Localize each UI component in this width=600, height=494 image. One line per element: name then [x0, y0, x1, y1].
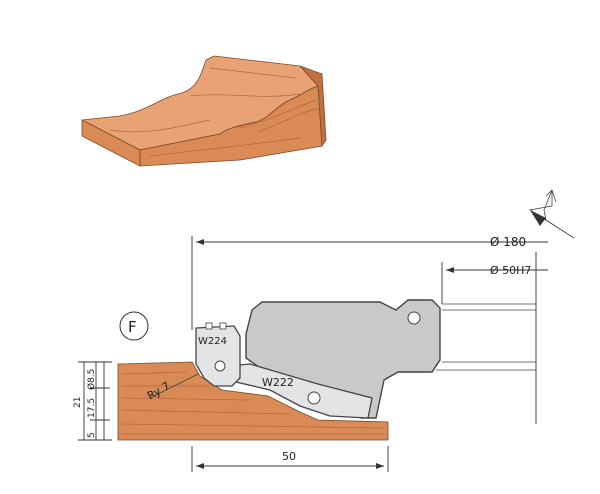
wood-profile-3d — [80, 55, 327, 167]
dim-bore-diameter: Ø 50H7 — [441, 262, 548, 304]
knife-w222-label: W222 — [262, 376, 294, 389]
wood-grain-1 — [149, 137, 301, 157]
rotation-arrow-icon — [528, 189, 575, 239]
profile-letter: F — [128, 318, 137, 336]
cutter-hole-right — [407, 311, 421, 325]
dim-height-c: Ø8.5 — [86, 369, 97, 390]
wood-grain-5 — [109, 119, 211, 133]
dim-height-b: 17.5 — [87, 398, 97, 418]
dim-outer-diameter: Ø 180 — [191, 235, 548, 330]
knife-w222-screw — [307, 391, 321, 405]
knife-w224-label: W224 — [198, 336, 227, 347]
dim-height-total: 21 — [73, 397, 83, 408]
knife-w224-slot-2 — [219, 322, 227, 330]
wood-profile-side — [299, 65, 327, 148]
dim-outer-diameter-label: Ø 180 — [490, 235, 526, 249]
dim-height-a: 5 — [87, 432, 97, 438]
profile-letter-badge: F — [119, 311, 149, 341]
dim-width: 50 — [191, 446, 389, 472]
wood-grain-3 — [209, 67, 297, 79]
wood-grain-2 — [239, 99, 317, 129]
dim-bore-diameter-label: Ø 50H7 — [490, 264, 531, 277]
workpiece-section — [117, 361, 389, 441]
wood-profile-front-long — [139, 85, 323, 167]
knife-w224-slot-1 — [205, 322, 213, 330]
wood-grain-6 — [257, 107, 321, 133]
knife-w224-shape — [195, 325, 241, 387]
wood-grain-4 — [189, 93, 301, 97]
spindle-lines — [436, 252, 537, 424]
dim-width-label: 50 — [282, 450, 296, 463]
dim-heights: 21 5 17.5 Ø8.5 — [73, 361, 112, 441]
knife-w222: W222 — [226, 363, 373, 419]
workpiece-body — [117, 361, 389, 441]
knife-w224-screw — [214, 360, 226, 372]
knife-w222-shape — [226, 363, 373, 419]
knife-w224: W224 — [195, 322, 241, 387]
